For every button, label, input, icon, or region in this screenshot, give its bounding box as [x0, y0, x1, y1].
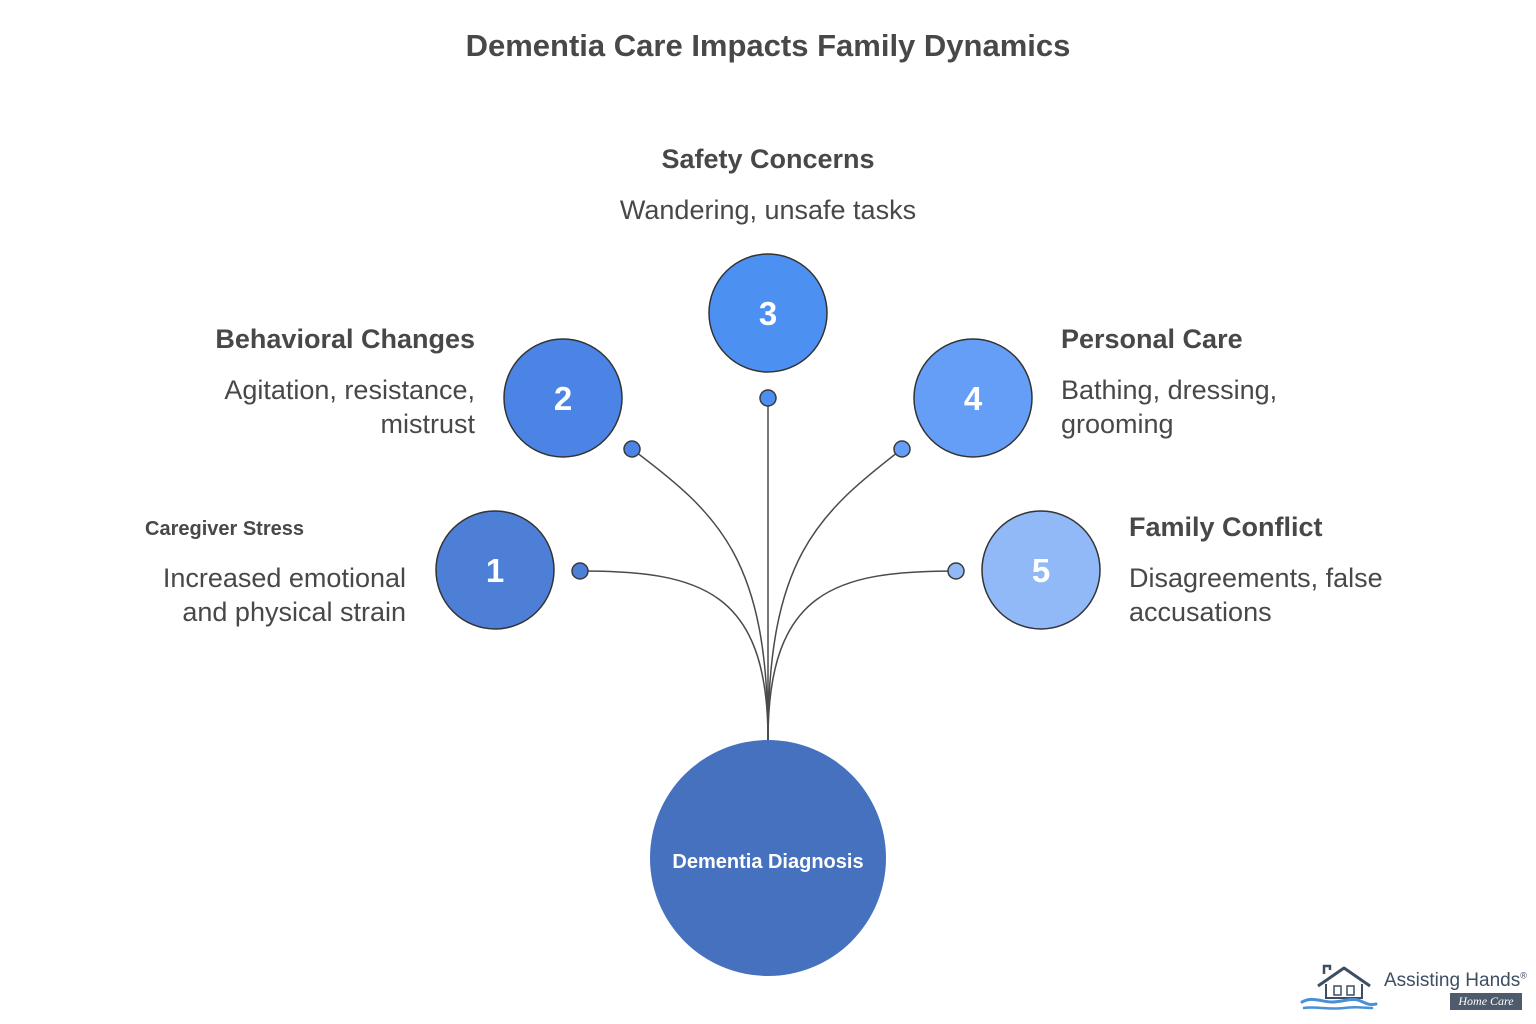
stage-description-4: Bathing, dressing, grooming	[1061, 373, 1391, 441]
diagram-title: Dementia Care Impacts Family Dynamics	[465, 28, 1071, 63]
stage-number-1: 1	[486, 552, 504, 589]
stage-node-5: 5	[981, 510, 1101, 630]
connector-dot-3	[759, 389, 777, 407]
stage-text-4: Personal Care Bathing, dressing, groomin…	[1061, 322, 1391, 441]
connector-5	[767, 570, 957, 741]
stage-node-2: 2	[503, 338, 623, 458]
stage-description-2-line-1: Agitation, resistance,	[224, 375, 475, 405]
brand-name: Assisting Hands®	[1384, 970, 1527, 992]
stage-description-4-line-2: grooming	[1061, 409, 1174, 439]
connector-2	[631, 448, 769, 741]
center-node: Dementia Diagnosis	[650, 740, 886, 976]
stage-node-1: 1	[435, 510, 555, 630]
stage-heading-5: Family Conflict	[1129, 512, 1323, 542]
stage-description-1-line-1: Increased emotional	[162, 563, 406, 593]
stage-heading-3: Safety Concerns	[661, 144, 875, 174]
stage-description-3-line-1: Wandering, unsafe tasks	[619, 195, 917, 225]
stage-description-4-line-1: Bathing, dressing,	[1061, 375, 1278, 405]
stage-number-4: 4	[964, 380, 983, 417]
connectors	[579, 398, 957, 741]
stage-heading-2: Behavioral Changes	[215, 324, 475, 354]
stage-node-3: 3	[708, 253, 828, 373]
stage-description-5-line-1: Disagreements, false	[1129, 563, 1383, 593]
connector-dot-1	[571, 562, 589, 580]
center-label: Dementia Diagnosis	[672, 851, 863, 873]
stage-text-5: Family Conflict Disagreements, false acc…	[1129, 510, 1459, 629]
stage-text-3: Safety Concerns Wandering, unsafe tasks	[568, 142, 968, 227]
stage-number-2: 2	[554, 380, 572, 417]
brand-subtitle: Home Care	[1450, 993, 1522, 1010]
connector-dot-5	[947, 562, 965, 580]
stage-description-2-line-2: mistrust	[380, 409, 476, 439]
connector-dot-4	[893, 440, 911, 458]
stage-text-1: Caregiver Stress Increased emotional and…	[86, 512, 406, 629]
stage-heading-1: Caregiver Stress	[145, 518, 304, 540]
stage-text-2: Behavioral Changes Agitation, resistance…	[135, 322, 475, 441]
stage-description-5-line-2: accusations	[1129, 597, 1272, 627]
connector-4	[767, 448, 903, 741]
house-hand-icon	[1300, 964, 1378, 1010]
brand-name-text: Assisting Hands	[1384, 970, 1521, 991]
connector-dot-2	[623, 440, 641, 458]
connector-1	[579, 570, 769, 741]
registered-mark: ®	[1520, 970, 1527, 981]
stage-number-3: 3	[759, 295, 777, 332]
stage-description-2: Agitation, resistance, mistrust	[135, 373, 475, 441]
brand-logo: Assisting Hands® Home Care	[1298, 962, 1528, 1014]
stage-node-4: 4	[913, 338, 1033, 458]
stage-description-5: Disagreements, false accusations	[1129, 561, 1459, 629]
stage-heading-4: Personal Care	[1061, 324, 1243, 354]
stage-description-1-line-2: and physical strain	[182, 597, 406, 627]
stage-number-5: 5	[1032, 552, 1050, 589]
stage-description-1: Increased emotional and physical strain	[86, 561, 406, 629]
stage-description-3: Wandering, unsafe tasks	[568, 193, 968, 227]
